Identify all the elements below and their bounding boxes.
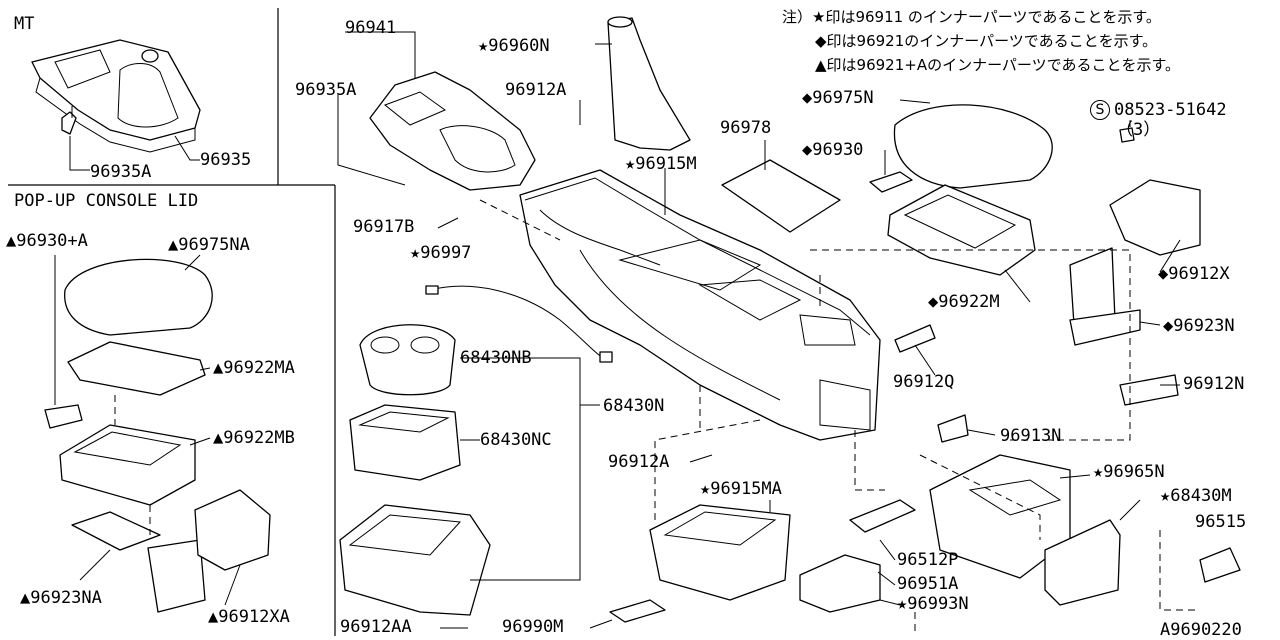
part-label-96922m: ◆96922M [928,292,1000,312]
screw-part-number: 08523-51642 [1114,100,1227,120]
section-frames [8,8,336,636]
section-title-popup-lid: POP-UP CONSOLE LID [14,191,199,211]
part-label-68430nb: 68430NB [460,348,532,368]
armrest-lid-drawing [869,104,1053,276]
popup-lid-drawings [44,258,271,613]
note-line-1: 注）★印は96911 のインナーパーツであることを示す。 [782,8,1161,26]
part-label-96997: ★96997 [410,243,472,263]
diagram-code: A9690220 [1160,620,1242,640]
part-label-96512p: 96512P [897,550,959,570]
part-label-96922ma: ▲96922MA [213,358,295,378]
cupholder-box-drawings [339,324,491,616]
lower-bracket-drawings [609,324,1241,623]
mt-leader-lines [69,106,200,171]
rear-hinge-drawing [1069,127,1201,406]
part-label-68430n: 68430N [603,396,665,416]
part-label-96930: ◆96930 [802,140,864,160]
part-label-96975n: ◆96975N [802,88,874,108]
part-label-96912n: 96912N [1183,374,1245,394]
front-bezel-drawing [369,71,536,191]
part-label-96941: 96941 [345,18,397,38]
pad-96978-drawing [721,159,841,233]
part-label-96960n: ★96960N [478,36,550,56]
part-label-96912xa: ▲96912XA [208,607,290,627]
part-label-96923na: ▲96923NA [20,588,102,608]
part-label-96935a-top: 96935A [295,80,357,100]
shift-boot-drawing [607,16,691,151]
screw-quantity: （3） [1116,120,1161,140]
part-label-68430m: ★68430M [1160,486,1232,506]
dashed-reference-lines [114,120,1200,632]
part-label-96912aa: 96912AA [340,617,412,637]
note-line-2: ◆印は96921のインナーパーツであることを示す。 [815,32,1158,50]
part-label-68430nc: 68430NC [480,430,552,450]
part-label-96915ma: ★96915MA [700,479,782,499]
part-label-96975na: ▲96975NA [168,235,250,255]
section-title-mt: MT [14,14,35,34]
part-label-96915m: ★96915M [625,154,697,174]
part-label-96990m: 96990M [502,617,564,637]
part-label-96912x: ◆96912X [1158,264,1230,284]
leader-lines [54,31,1181,629]
part-label-96912a-mid: 96912A [608,452,670,472]
part-label-96515: 96515 [1195,512,1247,532]
part-label-96923n: ◆96923N [1163,316,1235,336]
part-label-96922mb: ▲96922MB [213,428,295,448]
part-label-96935: 96935 [200,150,252,170]
part-label-96951a: 96951A [897,574,959,594]
part-label-96978: 96978 [720,118,772,138]
part-label-96912a-top: 96912A [505,80,567,100]
part-label-96913n: 96913N [1000,426,1062,446]
part-label-96917b: 96917B [353,217,415,237]
part-label-96930a: ▲96930+A [6,231,88,251]
screw-symbol: S [1090,100,1110,120]
part-label-96912q: 96912Q [893,372,955,392]
mt-shift-bezel-drawing [31,39,201,153]
part-label-96965n: ★96965N [1093,462,1165,482]
part-label-96935a-mt: 96935A [90,162,152,182]
note-line-3: ▲印は96921+Aのインナーパーツであることを示す。 [815,56,1180,74]
wire-harness-drawing [425,285,613,363]
part-label-96993n: ★96993N [897,594,969,614]
center-console-drawing [519,169,881,441]
